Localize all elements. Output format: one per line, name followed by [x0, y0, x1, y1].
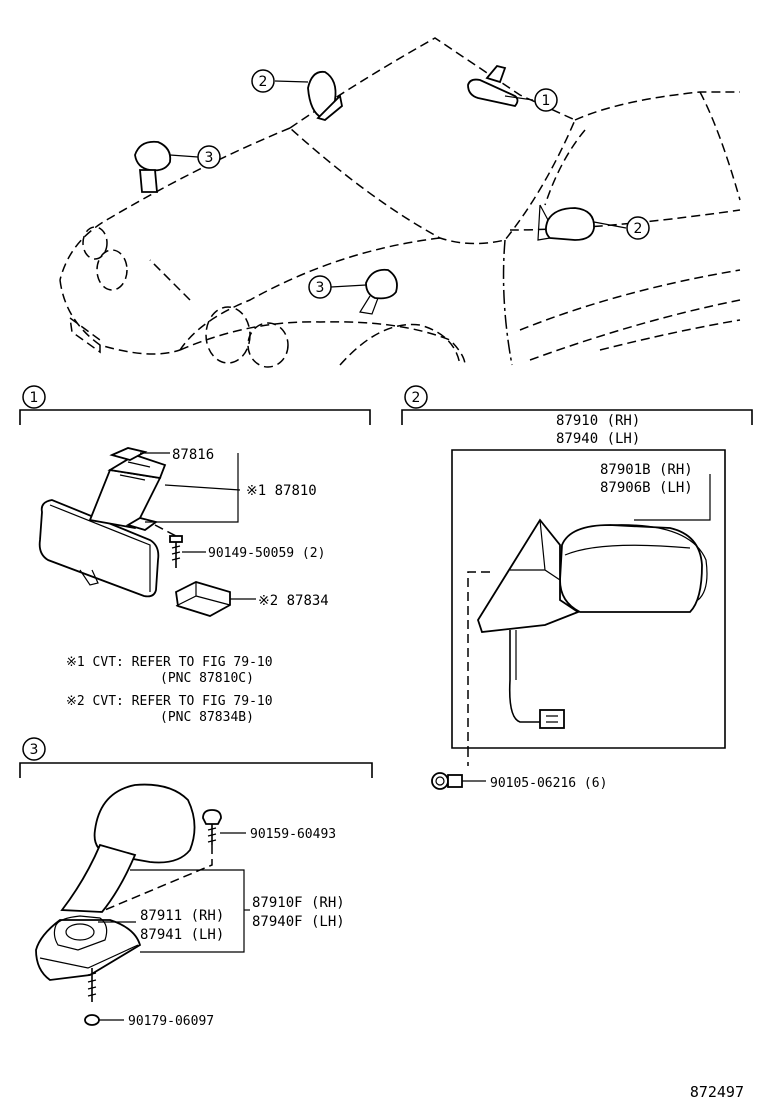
label-90105: 90105-06216 (6) — [490, 776, 607, 791]
label-87940f-lh: 87940F (LH) — [252, 914, 345, 930]
label-87940-lh: 87940 (LH) — [556, 431, 640, 447]
section-1-badge — [22, 385, 46, 409]
label-87834: ※2 87834 — [258, 593, 329, 609]
label-90159: 90159-60493 — [250, 827, 336, 842]
note-1-line1: ※1 CVT: REFER TO FIG 79-10 — [66, 655, 273, 670]
car-overview: 2 1 2 3 3 — [59, 37, 741, 368]
section-3-fender-mirror: 3 90179-06097 90159-60493 87911 (RH) 879… — [19, 737, 373, 1029]
callout-1 — [534, 88, 558, 112]
label-87810: ※1 87810 — [246, 483, 317, 499]
callout-2-right-label: 2 — [634, 221, 643, 237]
section-1-number: 1 — [30, 390, 39, 406]
figure-number: 872497 — [690, 1083, 744, 1101]
label-87910f-rh: 87910F (RH) — [252, 895, 345, 911]
callout-3-bottom — [308, 275, 332, 299]
section-2-badge — [404, 385, 428, 409]
label-90179: 90179-06097 — [128, 1014, 214, 1029]
label-87910-rh: 87910 (RH) — [556, 413, 640, 429]
callout-2-top — [251, 69, 275, 93]
section-3-badge — [22, 737, 46, 761]
section-2-number: 2 — [412, 390, 421, 406]
label-87901b-rh: 87901B (RH) — [600, 462, 693, 478]
label-87816: 87816 — [172, 447, 214, 463]
note-2-line1: ※2 CVT: REFER TO FIG 79-10 — [66, 694, 273, 709]
callout-3-bottom-label: 3 — [316, 280, 325, 296]
callout-2-top-label: 2 — [259, 74, 268, 90]
section-2-door-mirror: 2 87910 (RH) 87940 (LH) 87901B (RH) 8790… — [401, 385, 753, 791]
callout-2-right — [626, 216, 650, 240]
callout-3-top-label: 3 — [205, 150, 214, 166]
label-90149: 90149-50059 (2) — [208, 546, 325, 561]
note-1-line2: (PNC 87810C) — [160, 671, 254, 686]
label-87911-rh: 87911 (RH) — [140, 908, 224, 924]
note-2-line2: (PNC 87834B) — [160, 710, 254, 725]
label-87906b-lh: 87906B (LH) — [600, 480, 693, 496]
section-1-inner-mirror: 1 87816 ※1 87810 90149-50059 (2) ※2 8783… — [19, 385, 371, 725]
section-3-number: 3 — [30, 742, 39, 758]
callout-1-label: 1 — [542, 93, 551, 109]
label-87941-lh: 87941 (LH) — [140, 927, 224, 943]
callout-3-top — [197, 145, 221, 169]
